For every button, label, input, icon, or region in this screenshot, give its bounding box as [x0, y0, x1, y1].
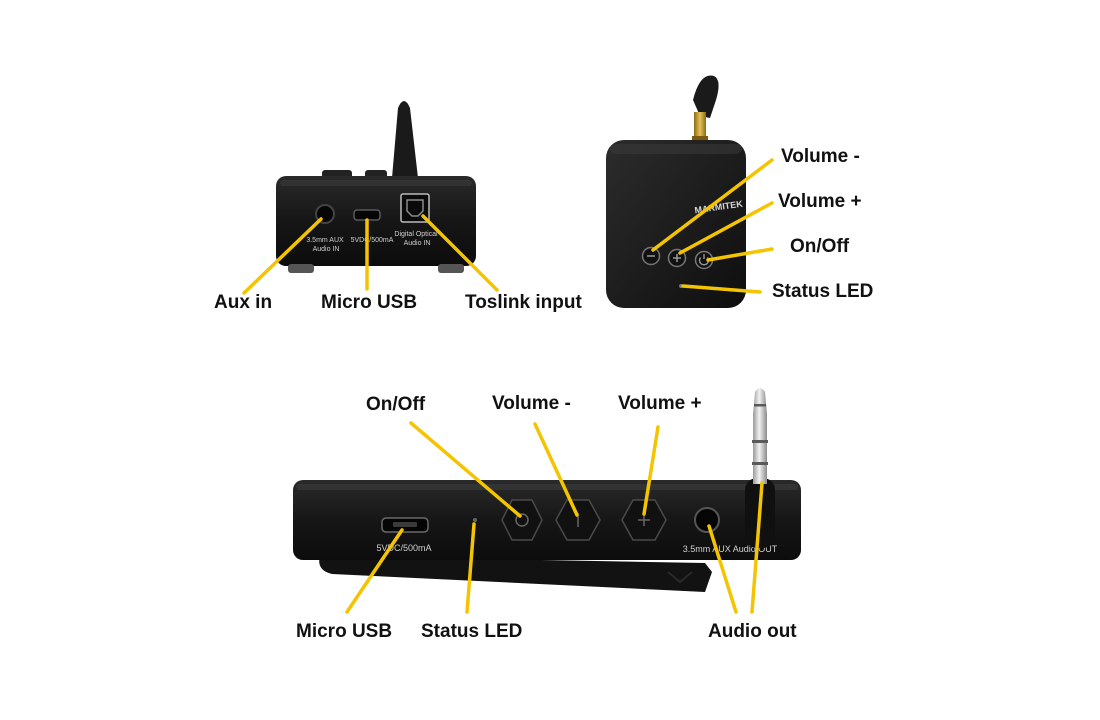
transmitter-body [276, 176, 476, 266]
label-stick-on-off: On/Off [366, 394, 426, 415]
callout-line-box-volume-minus [651, 158, 774, 252]
receiver-stick-print-aux: 3.5mm AUX Audio OUT [683, 544, 778, 554]
label-stick-volume-plus: Volume + [618, 393, 702, 414]
callout-line-aux-in [242, 217, 323, 295]
receiver-box-body [606, 140, 746, 308]
receiver-stick-volume-plus-button [621, 499, 667, 541]
callout-line-box-status-led [681, 284, 762, 294]
label-audio-out: Audio out [708, 621, 797, 642]
label-stick-micro-usb: Micro USB [296, 621, 393, 642]
label-box-status-led: Status LED [772, 281, 874, 302]
receiver-box-device: MARMITEK [606, 75, 746, 308]
label-aux-in: Aux in [214, 292, 273, 313]
receiver-stick-volume-minus-button [555, 499, 601, 541]
callout-line-stick-micro-usb [345, 528, 404, 614]
transmitter-print-optical: Digital Optical Audio IN [394, 231, 439, 247]
receiver-box-antenna [693, 75, 719, 118]
receiver-stick-aux-jack [694, 507, 720, 533]
receiver-stick-status-led [473, 518, 477, 522]
callout-line-toslink-input [421, 214, 499, 292]
callout-line-box-volume-plus [678, 201, 774, 255]
callout-line-audio-out-jack [707, 524, 738, 614]
label-box-on-off: On/Off [790, 236, 850, 257]
callout-line-stick-volume-plus [642, 425, 660, 516]
transmitter-print-usb: 5VDC/500mA [351, 237, 394, 244]
receiver-stick-clip [319, 556, 712, 592]
callout-line-stick-volume-minus [533, 422, 579, 517]
label-box-volume-plus: Volume + [778, 191, 862, 212]
callout-line-stick-status-led [465, 522, 476, 614]
label-box-volume-minus: Volume - [781, 146, 860, 167]
receiver-stick-device: 5VDC/500mA 3.5mm AUX Audio OUT [293, 388, 801, 592]
receiver-stick-print-usb: 5VDC/500mA [376, 543, 431, 553]
label-transmitter-micro-usb: Micro USB [321, 292, 418, 313]
label-stick-volume-minus: Volume - [492, 393, 571, 414]
callout-line-audio-out-plug [750, 481, 764, 614]
label-toslink-input: Toslink input [465, 292, 582, 313]
transmitter-device: 3.5mm AUX Audio IN 5VDC/500mA Digital Op… [276, 101, 476, 273]
callout-line-stick-on-off [409, 421, 522, 518]
callout-line-box-on-off [706, 247, 774, 262]
transmitter-print-aux: 3.5mm AUX Audio IN [306, 237, 345, 253]
label-stick-status-led: Status LED [421, 621, 523, 642]
transmitter-antenna [392, 101, 418, 178]
receiver-stick-body [293, 480, 801, 560]
